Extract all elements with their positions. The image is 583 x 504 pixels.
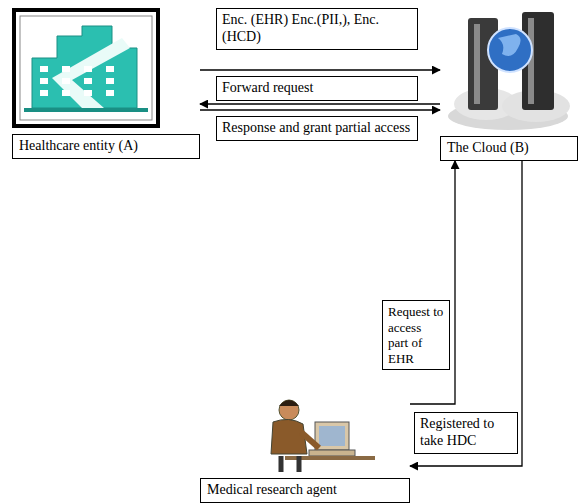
cloud-icon xyxy=(446,4,572,132)
entity-node: Healthcare entity (A) xyxy=(12,8,200,159)
agent-node: Medical research agent xyxy=(200,392,410,503)
node-label: Medical research agent xyxy=(200,478,410,503)
edge-label: Enc. (EHR) Enc.(PII,), Enc.(HCD) xyxy=(216,8,418,50)
arrow-connector xyxy=(200,69,440,70)
edge-label: Forward request xyxy=(216,76,418,101)
cloud-node: The Cloud (B) xyxy=(440,4,578,161)
node-label: Healthcare entity (A) xyxy=(12,134,200,159)
edge-label: Request to access part of EHR xyxy=(382,300,450,370)
arrow-connector xyxy=(200,109,440,110)
edge-label: Registered to take HDC xyxy=(414,412,518,454)
agent-icon xyxy=(225,392,385,474)
node-label: The Cloud (B) xyxy=(440,136,578,161)
arrow-connector xyxy=(200,103,440,104)
edge-label: Response and grant partial access xyxy=(216,116,418,141)
hospital-icon xyxy=(12,8,162,130)
